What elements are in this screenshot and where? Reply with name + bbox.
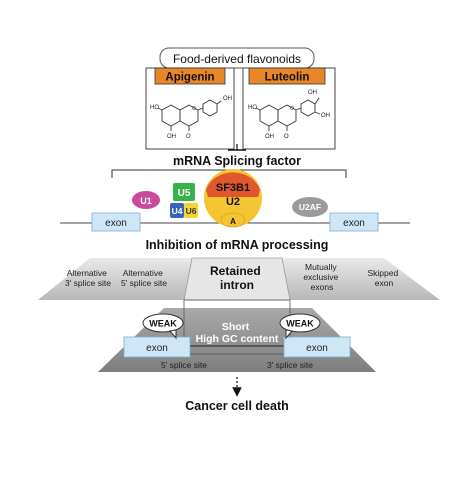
outcome-label: Cancer cell death <box>185 399 289 413</box>
branch-point <box>220 212 246 228</box>
luteolin-o-bottom: O <box>284 134 289 140</box>
luteolin-o-ring: O <box>290 106 294 112</box>
luteolin-oh-bottom: OH <box>265 134 274 140</box>
u1-snrnp <box>132 191 160 209</box>
sf3b1-protein <box>206 172 260 197</box>
splice5-label: 5' splice site <box>161 360 207 370</box>
intron-properties: Short High GC content <box>196 321 279 345</box>
flavonoids-title-box <box>159 47 315 69</box>
apigenin-label: Apigenin <box>165 72 214 84</box>
u5-label: U5 <box>178 188 191 199</box>
u4-snrnp <box>170 203 184 218</box>
detail-exon-right-box <box>283 336 351 358</box>
weak-right-label: WEAK <box>286 319 314 329</box>
weak-left-bubble <box>142 313 184 333</box>
luteolin-label-box <box>248 67 326 85</box>
luteolin-structure <box>255 97 321 131</box>
apigenin-label-box <box>154 67 226 85</box>
luteolin-label: Luteolin <box>265 72 310 84</box>
luteolin-oh-right: OH <box>321 113 330 119</box>
exon-right-label: exon <box>343 218 365 229</box>
luteolin-ho-left: HO <box>248 105 257 111</box>
weak-right-pointer <box>285 329 293 340</box>
splicing-factor-title: mRNA Splicing factor <box>173 154 301 168</box>
apigenin-o-bottom: O <box>186 134 191 140</box>
u1-label: U1 <box>140 196 152 206</box>
exon-left-label: exon <box>105 218 127 229</box>
u2af-protein <box>292 197 328 217</box>
apigenin-oh-top: OH <box>223 96 232 102</box>
detail-exon-left-box <box>123 336 191 358</box>
apigenin-ho-left: HO <box>150 105 159 111</box>
luteolin-oh-top: OH <box>308 90 317 96</box>
weak-left-label: WEAK <box>149 319 177 329</box>
weak-right-bubble <box>279 313 321 333</box>
event-skipped: Skipped exon <box>367 268 400 288</box>
sf3b1-label: SF3B1 <box>216 182 250 194</box>
exon-right-box <box>329 212 379 232</box>
flavonoids-title: Food-derived flavonoids <box>173 52 301 66</box>
u6-snrnp <box>184 203 198 218</box>
apigenin-o-ring: O <box>192 106 196 112</box>
apigenin-oh-bottom: OH <box>167 134 176 140</box>
branch-point-label: A <box>230 217 236 226</box>
u2-label: U2 <box>226 196 240 208</box>
u5-snrnp <box>173 183 195 201</box>
exon-left-box <box>91 212 141 232</box>
event-mutex: Mutually exclusive exons <box>303 262 340 292</box>
u4-label: U4 <box>172 206 183 216</box>
inhibition-title: Inhibition of mRNA processing <box>146 238 329 252</box>
event-alt5: Alternative 5' splice site <box>121 268 167 288</box>
detail-exon-left-label: exon <box>146 343 168 354</box>
detail-exon-right-label: exon <box>306 343 328 354</box>
event-retained: Retained intron <box>210 264 264 292</box>
u2af-label: U2AF <box>299 202 321 212</box>
u6-label: U6 <box>186 206 197 216</box>
weak-left-pointer <box>169 329 177 340</box>
apigenin-structure <box>157 99 222 131</box>
event-alt3: Alternative 3' splice site <box>65 268 111 288</box>
splice3-label: 3' splice site <box>267 360 313 370</box>
